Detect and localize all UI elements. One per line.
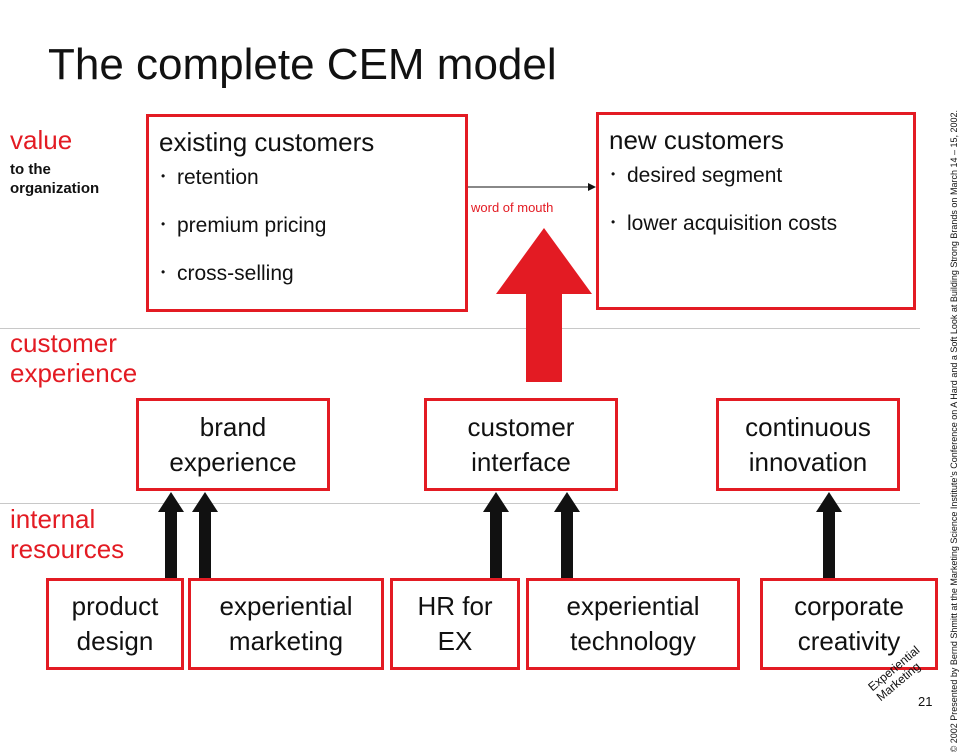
experiential-technology-box: experiential technology: [526, 578, 740, 670]
section-sublabel-value: to the organization: [10, 161, 100, 197]
word-of-mouth-arrow: [468, 183, 596, 191]
new-customers-item-desired-segment: desired segment: [611, 164, 913, 212]
experiential-marketing-box: experiential marketing: [188, 578, 384, 670]
product-design-box: product design: [46, 578, 184, 670]
customer-interface-label: customer interface: [467, 411, 575, 477]
continuous-innovation-box: continuous innovation: [716, 398, 900, 491]
black-arrow-product-design: [158, 492, 184, 580]
black-arrows: [158, 492, 842, 580]
big-red-up-arrow: [496, 228, 592, 382]
black-arrow-hr: [483, 492, 509, 580]
section-label-customer-experience: customer experience: [10, 328, 138, 388]
existing-customers-item-retention: retention: [161, 166, 465, 214]
section-label-value: value: [10, 125, 73, 155]
brand-experience-label: brand experience: [169, 411, 297, 477]
divider-line-bottom: [0, 503, 920, 504]
hr-for-ex-label: HR for EX: [417, 591, 493, 656]
existing-customers-item-cross-selling: cross-selling: [161, 262, 465, 286]
continuous-innovation-label: continuous innovation: [745, 411, 871, 477]
section-label-internal-resources: internal resources: [10, 504, 125, 564]
corporate-creativity-box: corporate creativity: [760, 578, 938, 670]
experiential-marketing-label: experiential marketing: [219, 591, 353, 656]
new-customers-list: desired segment lower acquisition costs: [611, 164, 913, 236]
brand-experience-box: brand experience: [136, 398, 330, 491]
hr-for-ex-box: HR for EX: [390, 578, 520, 670]
new-customers-heading: new customers: [609, 125, 784, 155]
word-of-mouth-label: word of mouth: [471, 200, 554, 215]
page-number: 21: [918, 694, 933, 709]
customer-interface-box: customer interface: [424, 398, 618, 491]
page-title: The complete CEM model: [48, 40, 557, 89]
existing-customers-heading: existing customers: [159, 127, 375, 157]
experiential-technology-label: experiential technology: [566, 591, 700, 656]
corporate-creativity-label: corporate creativity: [794, 591, 904, 656]
product-design-label: product design: [71, 591, 159, 656]
black-arrow-technology: [554, 492, 580, 580]
existing-customers-item-premium-pricing: premium pricing: [161, 214, 465, 262]
black-arrow-experiential-marketing: [192, 492, 218, 580]
divider-line-top: [0, 328, 920, 329]
existing-customers-box: existing customers retention premium pri…: [146, 114, 468, 312]
new-customers-box: new customers desired segment lower acqu…: [596, 112, 916, 310]
black-arrow-creativity: [816, 492, 842, 580]
copyright-note: © 2002 Presented by Bernd Shmitt at the …: [949, 110, 959, 752]
new-customers-item-lower-acquisition-costs: lower acquisition costs: [611, 212, 913, 236]
existing-customers-list: retention premium pricing cross-selling: [161, 166, 465, 286]
